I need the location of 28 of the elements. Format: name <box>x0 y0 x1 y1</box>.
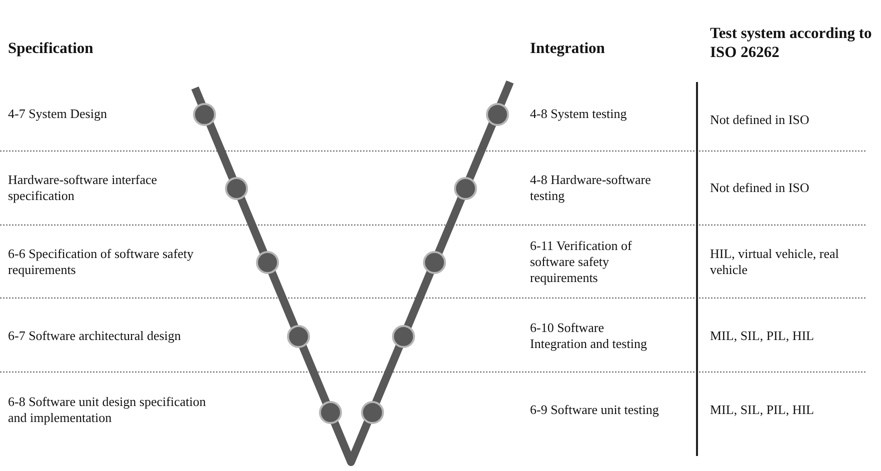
phase-text: 6-6 Specification of software safety requirements <box>8 246 195 278</box>
cell-text: MIL, SIL, PIL, HIL <box>710 402 814 418</box>
phase-text: 6-7 Software architectural design <box>8 328 181 344</box>
cell-text: HIL, virtual vehicle, real vehicle <box>710 246 840 278</box>
phase-text: 4-8 System testing <box>530 106 627 122</box>
milestone-dot <box>286 324 310 348</box>
column-heading: Specification <box>8 38 94 58</box>
milestone-dot <box>454 176 476 200</box>
phase-text: 6-10 Software Integration and testing <box>530 320 648 352</box>
milestone-dot <box>360 400 384 424</box>
cell-text: Not defined in ISO <box>710 112 810 128</box>
column-heading: Test system according to ISO 26262 <box>710 24 873 62</box>
milestone-dot <box>224 176 248 200</box>
phase-text: 6-11 Verification of software safety requirements <box>530 238 633 286</box>
column-heading: Integration <box>530 38 605 58</box>
milestone-dot <box>256 250 278 274</box>
milestone-dot <box>192 102 216 126</box>
phase-text: 6-9 Software unit testing <box>530 402 659 418</box>
milestone-dot <box>486 102 508 126</box>
cell-text: MIL, SIL, PIL, HIL <box>710 328 814 344</box>
milestone-dot <box>392 324 414 348</box>
milestone-dot <box>422 250 446 274</box>
phase-text: 6-8 Software unit design specification and implementation <box>8 394 207 426</box>
milestone-dot <box>318 400 342 424</box>
phase-text: 4-8 Hardware-software testing <box>530 172 652 204</box>
phase-text: Hardware-software interface specification <box>8 172 158 204</box>
cell-text: Not defined in ISO <box>710 180 810 196</box>
phase-text: 4-7 System Design <box>8 106 107 122</box>
